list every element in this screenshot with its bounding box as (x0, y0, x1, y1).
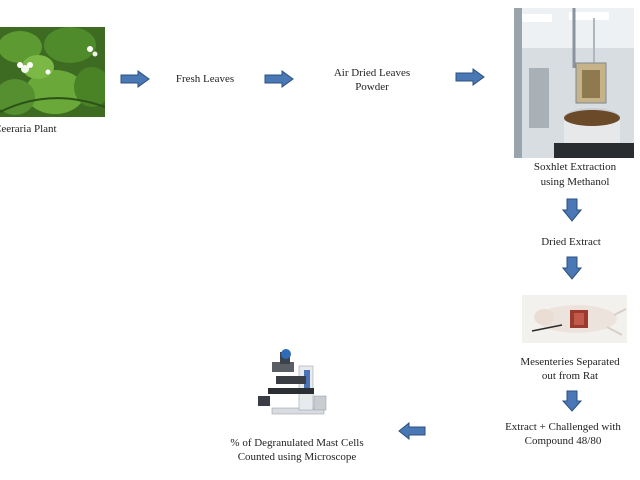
rat-photo (522, 295, 627, 343)
soxhlet-label-line1: Soxhlet Extraction (533, 161, 617, 173)
count-label-line2: Counted using Microscope (237, 451, 357, 463)
soxhlet-label-line2: using Methanol (540, 176, 610, 188)
plant-label: Ceeraria Plant (0, 123, 57, 135)
arrow-right-icon (264, 70, 294, 88)
arrow-right-icon (455, 68, 485, 86)
soxhlet-photo (514, 8, 634, 158)
arrow-down-icon (562, 256, 582, 280)
microscope-photo (254, 348, 336, 418)
arrow-right-icon (120, 70, 150, 88)
arrow-left-icon (398, 422, 426, 440)
plant-photo (0, 27, 105, 117)
challenge-label-line1: Extract + Challenged with (505, 421, 621, 433)
count-label-line1: % of Degranulated Mast Cells (230, 437, 364, 449)
fresh-leaves-label: Fresh Leaves (175, 73, 235, 85)
air-dried-label-line1: Air Dried Leaves (333, 67, 411, 79)
challenge-label-line2: Compound 48/80 (524, 435, 602, 447)
dried-extract-label: Dried Extract (541, 236, 601, 248)
arrow-down-icon (562, 198, 582, 222)
mesenteries-label-line1: Mesenteries Separated (520, 356, 620, 368)
mesenteries-label-line2: out from Rat (541, 370, 599, 382)
air-dried-label-line2: Powder (355, 81, 389, 93)
arrow-down-icon (562, 390, 582, 412)
